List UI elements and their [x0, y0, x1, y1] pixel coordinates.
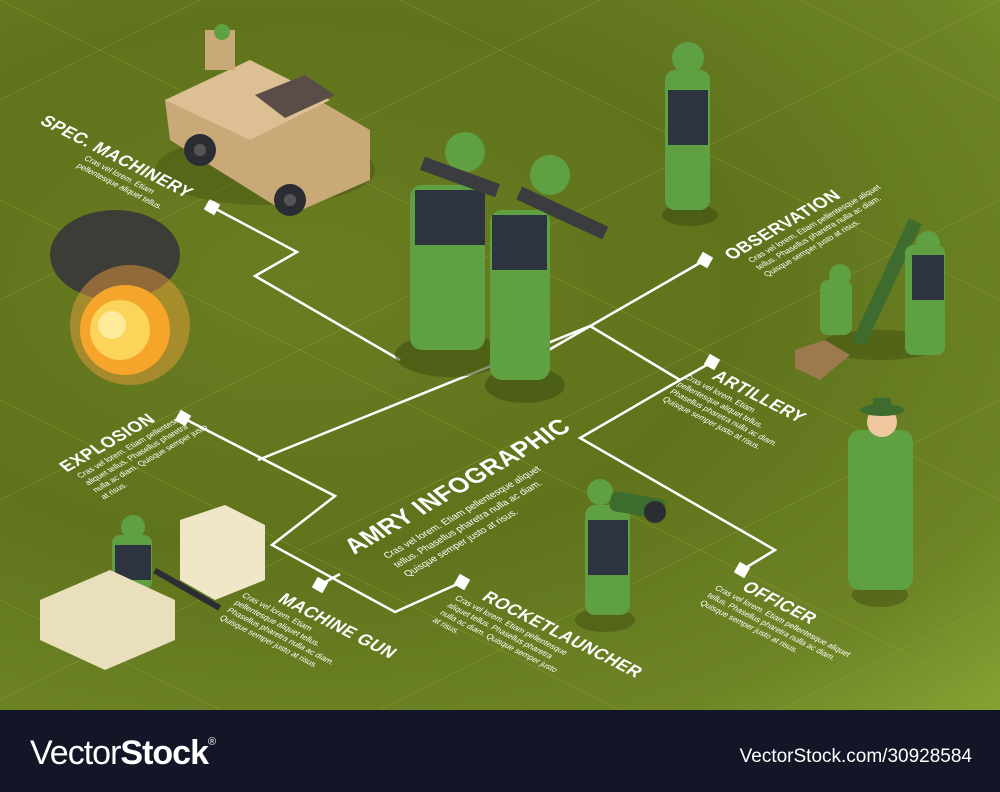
- connector-lines: [0, 0, 1000, 710]
- explosion-illustration: [50, 210, 190, 385]
- brand-bold: Stock: [120, 734, 209, 772]
- observer-illustration: [662, 42, 718, 226]
- machine-gun-illustration: [40, 505, 265, 670]
- brand-light: Vector: [30, 734, 121, 772]
- brand-logo: VectorStock®: [30, 734, 216, 773]
- rocketlauncher-illustration: [575, 479, 666, 632]
- registered-mark: ®: [207, 736, 216, 748]
- artillery-illustration: [795, 218, 945, 380]
- infographic-canvas: SPEC. MACHINERY Cras vel lorem. Etiam pe…: [0, 0, 1000, 710]
- image-id: VectorStock.com/30928584: [739, 746, 972, 767]
- watermark-footer: VectorStock® VectorStock.com/30928584: [0, 710, 1000, 792]
- illustrations: [40, 24, 945, 670]
- vehicle-illustration: [155, 24, 375, 216]
- officer-illustration: [848, 398, 913, 607]
- soldiers-illustration: [395, 132, 609, 403]
